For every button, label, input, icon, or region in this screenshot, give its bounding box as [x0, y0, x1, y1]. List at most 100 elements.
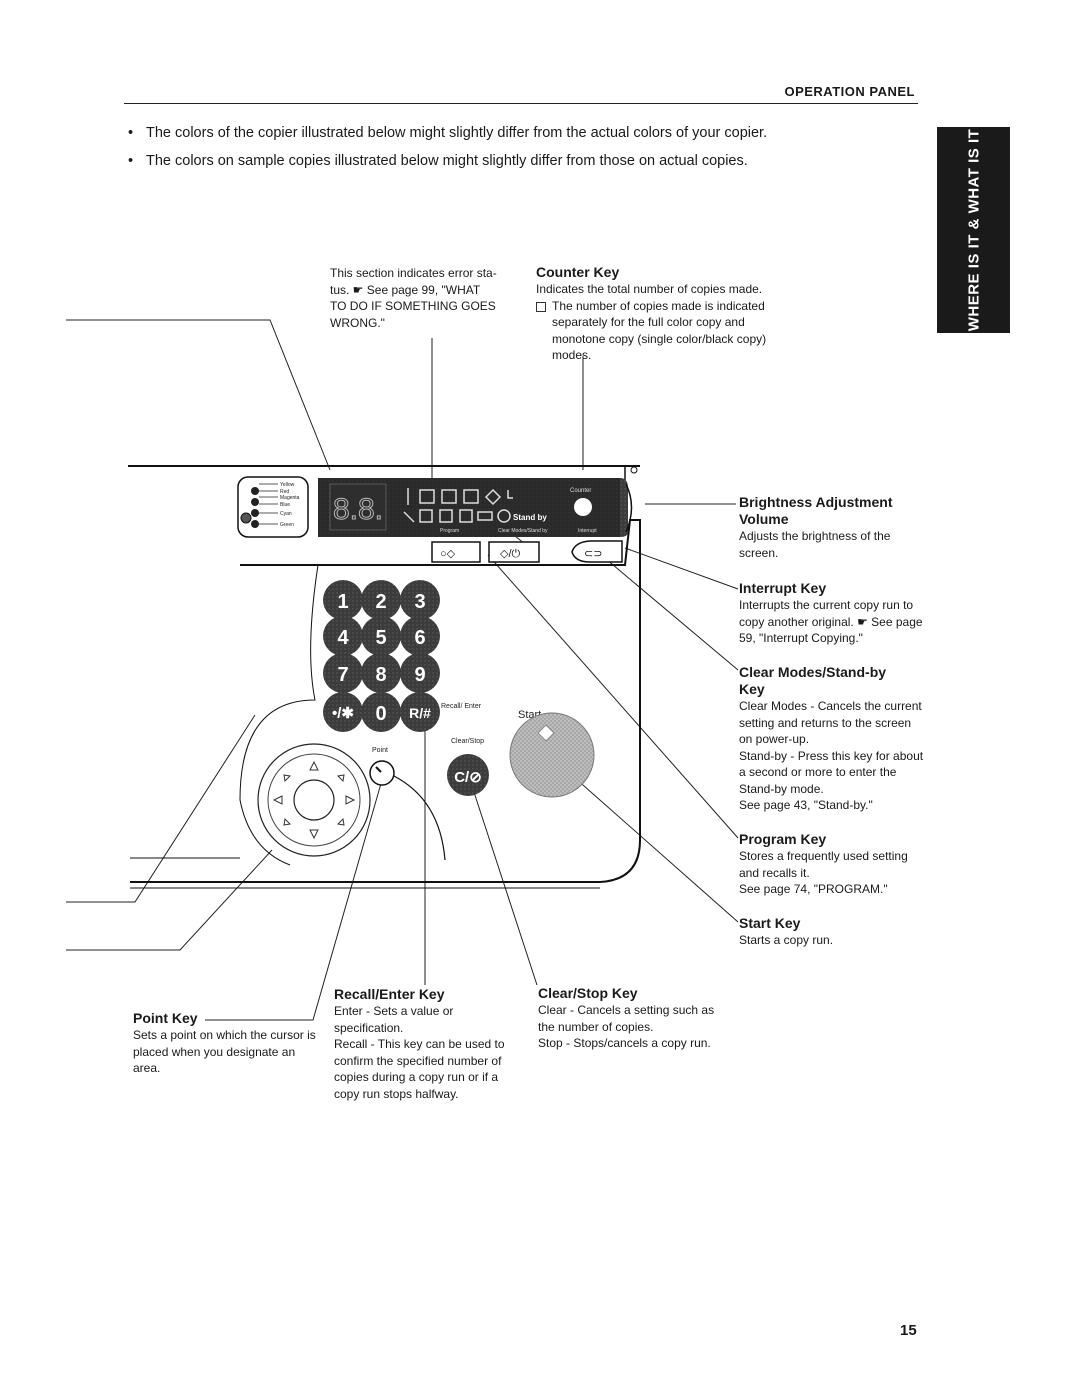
error-note-line: This section indicates error sta- — [330, 266, 497, 280]
program-label: Program — [440, 528, 459, 534]
interrupt-label: Interrupt — [578, 528, 597, 534]
color-label-yellow: Yellow — [280, 482, 295, 488]
svg-text:1: 1 — [337, 591, 348, 613]
counter-key-title: Counter Key — [536, 264, 620, 280]
svg-text:8: 8 — [375, 664, 386, 686]
svg-text:3: 3 — [414, 591, 425, 613]
header-rule — [124, 103, 918, 104]
brightness-dial[interactable] — [625, 483, 633, 533]
color-label-green: Green — [280, 522, 294, 528]
start-desc: Starts a copy run. — [739, 933, 834, 947]
program-key[interactable] — [431, 541, 481, 563]
key-8[interactable]: 8 — [361, 653, 401, 693]
display-panel: 8.8. Stand by Counter Program Clear Mode… — [318, 466, 638, 537]
clear-modes-title: Clear Modes/Stand-by — [739, 664, 887, 680]
color-label-cyan: Cyan — [280, 511, 292, 517]
clear-modes-desc: Clear Modes - Cancels the current settin… — [739, 699, 922, 746]
recall-enter-key[interactable]: R/# — [400, 692, 440, 732]
error-note-line: TO DO IF SOMETHING GOES — [330, 299, 496, 313]
clear-standby-icon: ◇/⏻ — [500, 548, 521, 560]
recall-enter-label: Recall/ Enter — [441, 703, 482, 710]
error-note: This section indicates error sta- tus. ☛… — [330, 265, 522, 331]
key-2[interactable]: 2 — [361, 580, 401, 620]
interrupt-desc: Interrupts the current copy run to copy … — [739, 598, 923, 645]
clear-standby-label: Clear Modes/Stand by — [498, 528, 548, 534]
recall-enter-title: Recall/Enter Key — [334, 986, 445, 1002]
side-tab: WHERE IS IT & WHAT IS IT — [937, 127, 1010, 333]
clear-stop-key[interactable]: C/⊘ — [447, 754, 489, 796]
standby-ref: See page 43, "Stand-by." — [739, 798, 873, 812]
color-indicator-panel: Yellow Red Magenta Blue Cyan Green — [237, 476, 309, 538]
numeric-keypad: 1 2 3 4 5 6 7 8 9 •/✱ 0 R/# — [323, 580, 440, 732]
error-note-line: WRONG." — [330, 315, 385, 330]
recall-enter-desc: Enter - Sets a value or specification. — [334, 1004, 454, 1035]
recall-enter-callout: Recall/Enter Key Enter - Sets a value or… — [334, 986, 519, 1102]
key-5[interactable]: 5 — [361, 616, 401, 656]
start-key[interactable] — [509, 712, 595, 798]
counter-key-note: The number of copies made is indicated s… — [536, 298, 796, 364]
error-display-digits: 8.8. — [333, 493, 383, 526]
point-key-icon — [375, 766, 382, 773]
counter-label: Counter — [570, 488, 591, 494]
standby-desc: Stand-by - Press this key for about a se… — [739, 748, 924, 796]
key-6[interactable]: 6 — [400, 616, 440, 656]
intro-bullet: The colors of the copier illustrated bel… — [128, 124, 888, 142]
intro-bullets: The colors of the copier illustrated bel… — [128, 124, 888, 180]
point-label: Point — [372, 747, 388, 754]
clear-stop-callout: Clear/Stop Key Clear - Cancels a setting… — [538, 985, 723, 1052]
program-key-icon: ○◇ — [440, 548, 456, 560]
point-key-title: Point Key — [133, 1010, 198, 1026]
svg-text:9: 9 — [414, 664, 425, 686]
start-icon — [537, 724, 555, 742]
key-9[interactable]: 9 — [400, 653, 440, 693]
program-ref: See page 74, "PROGRAM." — [739, 882, 888, 896]
clear-desc: Clear - Cancels a setting such as the nu… — [538, 1003, 715, 1034]
stop-desc: Stop - Stops/cancels a copy run. — [538, 1036, 711, 1050]
note-checkbox-icon — [536, 301, 546, 312]
program-desc: Stores a frequently used setting and rec… — [739, 849, 908, 880]
brightness-title: Brightness Adjustment — [739, 494, 893, 510]
direction-pad[interactable] — [257, 743, 371, 857]
color-label-red: Red — [280, 489, 289, 495]
program-callout: Program Key Stores a frequently used set… — [739, 831, 924, 898]
brightness-icon — [630, 466, 638, 474]
key-star[interactable]: •/✱ — [323, 692, 363, 732]
clear-modes-title-2: Key — [739, 681, 765, 697]
svg-text:5: 5 — [375, 627, 386, 649]
svg-text:6: 6 — [414, 627, 425, 649]
key-4[interactable]: 4 — [323, 616, 363, 656]
counter-key-callout: Counter Key Indicates the total number o… — [536, 264, 796, 364]
point-key[interactable] — [369, 760, 395, 786]
key-1[interactable]: 1 — [323, 580, 363, 620]
recall-desc: Recall - This key can be used to confirm… — [334, 1037, 505, 1101]
start-callout: Start Key Starts a copy run. — [739, 915, 924, 949]
counter-key[interactable] — [574, 498, 592, 516]
point-key-callout: Point Key Sets a point on which the curs… — [133, 1010, 318, 1077]
color-label-magenta: Magenta — [280, 495, 300, 501]
color-label-blue: Blue — [280, 502, 290, 508]
svg-text:C/⊘: C/⊘ — [454, 769, 482, 786]
svg-text:4: 4 — [337, 627, 349, 649]
counter-key-note-text: The number of copies made is indicated s… — [552, 298, 767, 363]
start-title: Start Key — [739, 915, 801, 931]
standby-label: Stand by — [513, 513, 547, 522]
counter-key-desc: Indicates the total number of copies mad… — [536, 282, 763, 296]
intro-bullet: The colors on sample copies illustrated … — [128, 152, 888, 170]
interrupt-key[interactable] — [571, 540, 623, 563]
page-number: 15 — [900, 1322, 917, 1339]
svg-text:2: 2 — [375, 591, 386, 613]
svg-text:7: 7 — [337, 664, 348, 686]
brightness-title-2: Volume — [739, 511, 789, 527]
clear-modes-standby-key[interactable] — [488, 541, 540, 563]
leader-lines — [66, 319, 739, 1021]
panel-outline — [128, 465, 641, 889]
brightness-callout: Brightness Adjustment Volume Adjusts the… — [739, 494, 924, 561]
key-7[interactable]: 7 — [323, 653, 363, 693]
key-3[interactable]: 3 — [400, 580, 440, 620]
status-icons — [403, 488, 513, 523]
key-0[interactable]: 0 — [361, 692, 401, 732]
clear-stop-title: Clear/Stop Key — [538, 985, 638, 1001]
interrupt-callout: Interrupt Key Interrupts the current cop… — [739, 580, 924, 647]
program-title: Program Key — [739, 831, 827, 847]
